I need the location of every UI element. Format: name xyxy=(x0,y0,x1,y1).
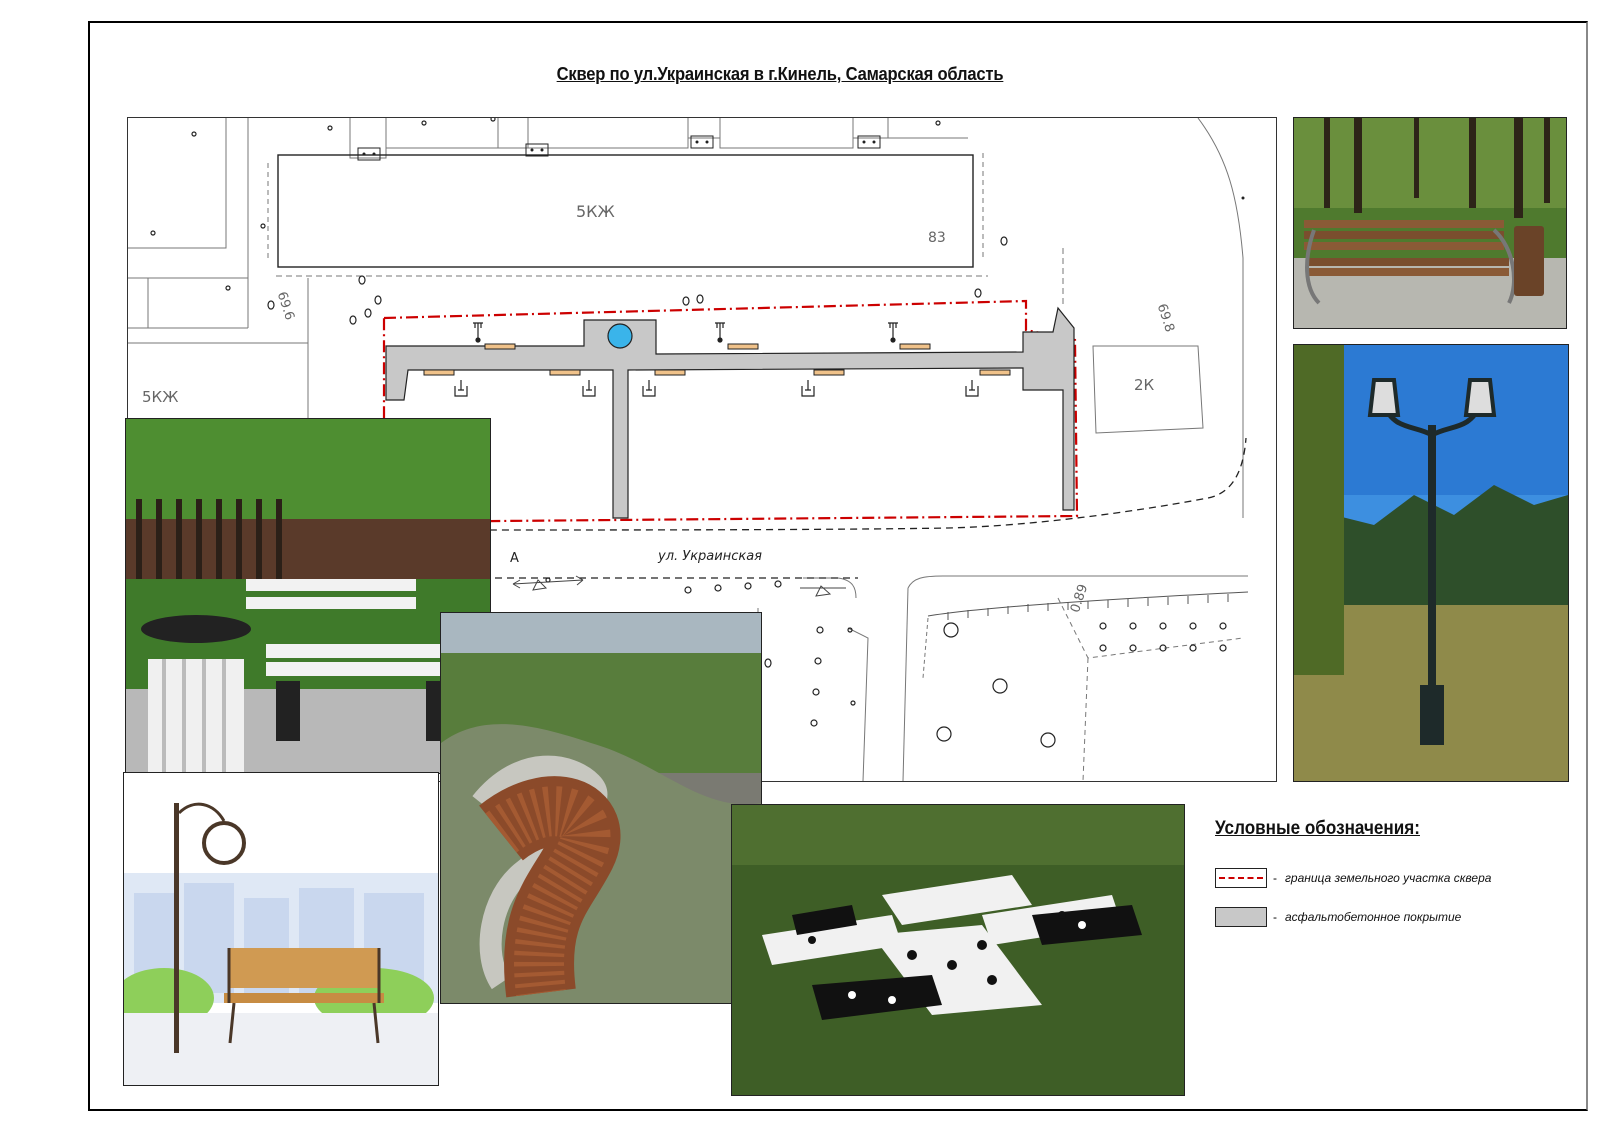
legend-title: Условные обозначения: xyxy=(1215,818,1420,839)
bins xyxy=(454,380,979,397)
boundary-swatch xyxy=(1215,868,1267,888)
building-label-left: 5КЖ xyxy=(142,388,179,406)
legend-item-asphalt: - асфальтобетонное покрытие xyxy=(1215,907,1461,927)
benches xyxy=(423,343,1011,376)
tree-markers xyxy=(150,118,1227,748)
asphalt-paths xyxy=(385,306,1075,519)
building-5kzh-top xyxy=(267,153,984,268)
sheet-title: Сквер по ул.Украинская в г.Кинель, Самар… xyxy=(556,64,1004,84)
building-number-label: 83 xyxy=(928,230,946,246)
legend-label-boundary: граница земельного участка сквера xyxy=(1285,871,1492,885)
domino-tables-photo xyxy=(731,804,1185,1096)
building-label-top: 5КЖ xyxy=(576,202,615,221)
curved-wooden-bench-photo xyxy=(440,612,762,1004)
asphalt-swatch xyxy=(1215,907,1267,927)
building-label-right: 2К xyxy=(1134,376,1155,394)
fountain xyxy=(607,323,633,349)
street-arrows xyxy=(512,575,846,597)
site-plan-drawing xyxy=(128,118,1249,781)
street-lamp-photo xyxy=(1293,344,1569,782)
park-bench-photo xyxy=(1293,117,1567,329)
section-marker-a: А xyxy=(510,551,519,566)
lamps xyxy=(473,322,898,343)
street-label: ул. Украинская xyxy=(658,549,762,564)
sheet-frame xyxy=(88,21,1588,1111)
white-bench-with-bin-photo xyxy=(125,418,491,774)
legend-label-asphalt: асфальтобетонное покрытие xyxy=(1285,910,1462,924)
bench-and-clock-illustration xyxy=(123,772,439,1086)
legend-item-boundary: - граница земельного участка сквера xyxy=(1215,868,1491,888)
